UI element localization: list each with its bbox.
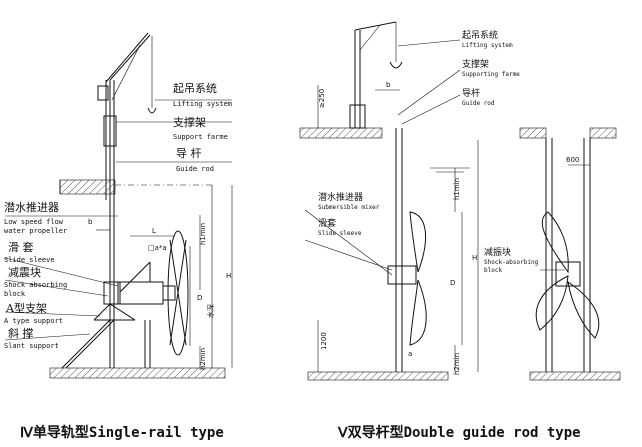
right-label-shock-en1: Shock-absorbing [484, 259, 539, 266]
left-label-lifting-en: Lifting system [173, 100, 232, 108]
right-ground [307, 371, 449, 381]
right-dim-D: D [450, 279, 455, 287]
left-label-lifting-zh: 起吊系统 [173, 82, 217, 95]
right-label-lifting-en: Lifting system [462, 42, 513, 49]
left-label-shock-en2: block [4, 290, 26, 298]
left-label-atype-zh: A型支架 [5, 301, 47, 315]
left-propeller-blades [167, 230, 189, 356]
left-label-propeller-en1: Low speed flow [4, 218, 64, 226]
left-dim-a: □a*a [148, 244, 167, 252]
left-dim-h1min: h1min [199, 223, 207, 245]
right-caption: Ⅴ双导杆型Double guide rod type [337, 424, 581, 441]
left-label-support-zh: 支撑架 [173, 115, 206, 129]
section-top-slab [519, 127, 547, 139]
left-a-support [93, 303, 111, 321]
right-top-slab [299, 127, 383, 139]
left-slide-sleeve [103, 281, 121, 305]
section-dim-600: 600 [566, 156, 579, 164]
right-dim-h2min: h2min [453, 353, 461, 375]
right-dim-a: a [408, 350, 412, 358]
left-label-atype-en: A type support [4, 317, 63, 325]
right-label-support-zh: 支撑架 [462, 58, 489, 70]
right-label-sleeve-zh: 滑套 [318, 217, 336, 229]
right-label-shock-zh: 减振块 [484, 246, 511, 258]
left-dim-b: b [88, 218, 93, 226]
right-hook [389, 61, 403, 69]
right-label-guide-en: Guide rod [462, 100, 495, 107]
left-hook [147, 107, 157, 114]
right-dim-250: ≥250 [318, 89, 326, 108]
left-slant-support [61, 319, 111, 369]
left-top-slab [59, 179, 116, 195]
single-rail-figure: 起吊系统 Lifting system 支撑架 Support farme 导 … [4, 32, 233, 441]
right-label-mixer-zh: 潜水推进器 [318, 191, 363, 203]
right-dim-H: H [472, 254, 477, 262]
left-dim-H: H [226, 272, 231, 280]
left-label-shock-zh: 减震块 [8, 266, 41, 279]
right-label-sleeve-en: Slide sleeve [318, 230, 362, 237]
left-ground [49, 367, 226, 379]
right-dim-b: b [386, 81, 391, 89]
left-label-propeller-en2: water propeller [4, 227, 67, 235]
left-caption: Ⅳ单导轨型Single-rail type [20, 424, 224, 441]
left-label-guide-zh: 导 杆 [176, 146, 202, 160]
section-blades [541, 211, 569, 274]
right-mixer-motor [387, 265, 417, 285]
right-label-support-en: Supporting farme [462, 71, 520, 78]
left-propeller-motor [117, 281, 164, 305]
right-label-guide-zh: 导杆 [462, 87, 480, 99]
left-label-propeller-zh: 潜水推进器 [4, 200, 59, 214]
left-label-slant-zh: 斜 撑 [8, 326, 34, 340]
left-label-sleeve-en: Slide sleeve [4, 256, 55, 264]
left-label-support-en: Support farme [173, 133, 228, 141]
left-label-sleeve-zh: 滑 套 [8, 241, 34, 254]
left-dim-h2min: h2min [199, 348, 207, 370]
right-dim-h1min: h1min [453, 178, 461, 200]
left-label-guide-en: Guide rod [176, 165, 214, 173]
right-label-lifting-zh: 起吊系统 [462, 29, 498, 41]
left-dim-D: D [197, 294, 202, 302]
left-dim-L: L [152, 227, 156, 235]
left-label-shock-en1: Shock absorbing [4, 281, 67, 289]
right-dim-1200: 1200 [320, 332, 328, 350]
left-dim-water: 水深 [206, 304, 215, 318]
right-label-mixer-en: Submersible mixer [318, 204, 380, 211]
left-label-slant-en: Slant support [4, 342, 59, 350]
double-rod-figure: 起吊系统 Lifting system 支撑架 Supporting farme… [299, 21, 621, 441]
right-label-shock-en2: block [484, 267, 502, 274]
right-mixer-blades [409, 211, 427, 273]
